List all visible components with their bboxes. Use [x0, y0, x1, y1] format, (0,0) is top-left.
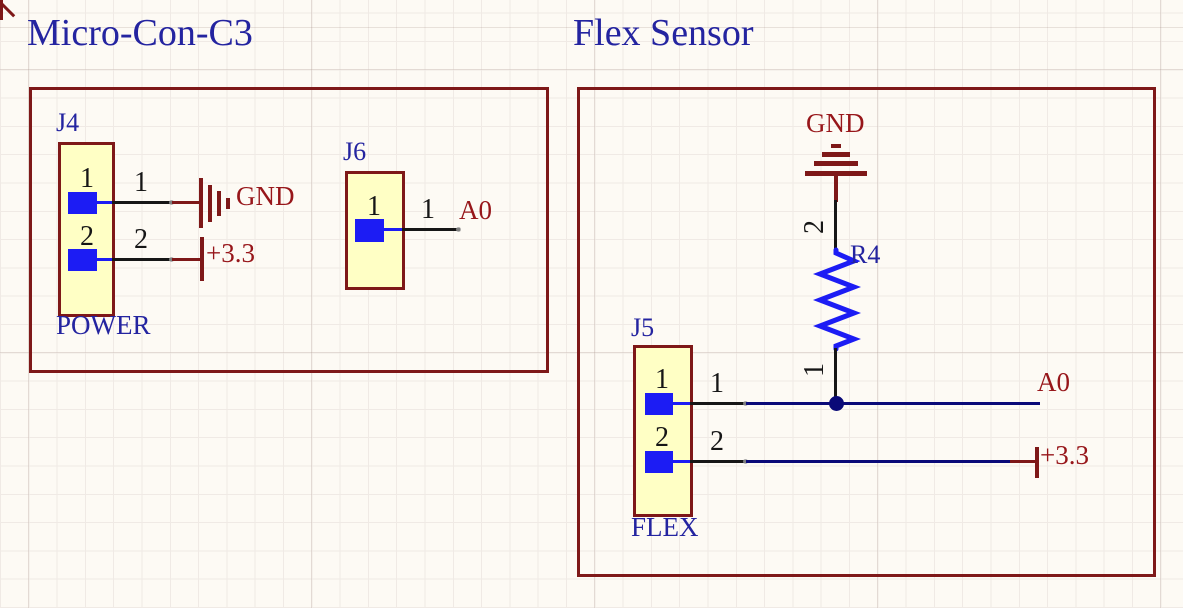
gnd-net-label[interactable]: GND — [236, 181, 295, 211]
j5-pin2-stub — [671, 460, 691, 463]
gnd-symbol-bar2[interactable] — [208, 185, 212, 222]
micro-con-block-outline[interactable] — [29, 87, 549, 373]
j6-pin1-end-dot — [456, 227, 461, 232]
j4-part-name[interactable]: POWER — [56, 310, 151, 340]
r4-pin1-wire[interactable] — [834, 348, 837, 405]
power-33-net-label[interactable]: +3.3 — [206, 238, 255, 268]
j4-pin2-end-dot — [169, 257, 174, 262]
j4-pin2-pad[interactable] — [68, 249, 97, 271]
j5-connector-body[interactable] — [633, 345, 693, 517]
j5-pin2-pad[interactable] — [645, 451, 673, 473]
power-33-lead[interactable] — [172, 258, 202, 261]
j6-pin1-pad[interactable] — [355, 219, 384, 242]
j6-pin1-number: 1 — [367, 191, 381, 222]
flex-gnd-bar4[interactable] — [831, 144, 841, 148]
r4-pin2-wire[interactable] — [834, 200, 837, 253]
gnd-symbol-bar3[interactable] — [217, 191, 221, 216]
j6-designator[interactable]: J6 — [343, 137, 367, 166]
j5-pin2-wire[interactable] — [690, 460, 748, 463]
j4-pin1-stub — [95, 201, 113, 204]
a0-net-wire[interactable] — [746, 402, 1040, 405]
j4-designator[interactable]: J4 — [56, 108, 80, 137]
j4-pin1-end-dot — [169, 200, 174, 205]
flex-power-33-lead[interactable] — [1010, 460, 1037, 463]
j6-pin1-wire[interactable] — [402, 228, 460, 231]
flex-33-net-label[interactable]: +3.3 — [1040, 440, 1089, 470]
j5-part-name[interactable]: FLEX — [631, 512, 699, 542]
j5-pin2-end-dot — [743, 459, 748, 464]
j5-pin1-stub — [671, 402, 691, 405]
flex-gnd-bar2[interactable] — [814, 161, 858, 166]
j4-connector-body[interactable] — [58, 142, 115, 317]
j5-pin1-wire[interactable] — [690, 402, 748, 405]
power-33-bar[interactable] — [200, 237, 204, 281]
section-title-micro-con-c3[interactable]: Micro-Con-C3 — [27, 12, 253, 54]
j6-pin1-stub — [382, 228, 403, 231]
j5-pin1-end-dot — [743, 401, 748, 406]
j5-pin1-number: 1 — [655, 364, 669, 395]
section-title-flex-sensor[interactable]: Flex Sensor — [573, 12, 754, 54]
j4-pin1-wire[interactable] — [112, 201, 173, 204]
flex-33-net-wire[interactable] — [746, 460, 1012, 463]
r4-designator[interactable]: R4 — [850, 240, 881, 269]
j5-pin2-wire-label: 2 — [710, 426, 724, 457]
flex-sensor-block-outline[interactable] — [577, 87, 1156, 577]
j4-pin2-stub — [95, 258, 113, 261]
j5-designator[interactable]: J5 — [631, 313, 655, 342]
j5-pin2-number: 2 — [655, 422, 669, 453]
flex-gnd-bar1[interactable] — [805, 171, 867, 176]
j5-pin1-wire-label: 1 — [710, 368, 724, 399]
gnd-symbol-bar1[interactable] — [199, 178, 203, 228]
j5-pin1-pad[interactable] — [645, 393, 673, 415]
r4-pin2-label: 2 — [799, 220, 830, 234]
j4-pin1-pad[interactable] — [68, 192, 97, 214]
flex-power-33-bar[interactable] — [1035, 447, 1039, 478]
wire-junction-dot[interactable] — [829, 396, 844, 411]
flex-gnd-bar3[interactable] — [822, 152, 850, 157]
gnd-symbol-lead[interactable] — [172, 201, 201, 204]
j6-pin1-wire-label: 1 — [421, 194, 435, 225]
gnd-symbol-bar4[interactable] — [226, 198, 230, 209]
a0-net-label-micro[interactable]: A0 — [459, 195, 492, 225]
j4-pin1-number: 1 — [80, 163, 94, 194]
j4-pin1-wire-label: 1 — [134, 167, 148, 198]
j4-pin2-number: 2 — [80, 221, 94, 252]
j4-pin2-wire[interactable] — [112, 258, 173, 261]
r4-pin1-label: 1 — [799, 363, 830, 377]
sheet-border-corner — [0, 0, 3, 20]
flex-gnd-net-label[interactable]: GND — [806, 108, 865, 138]
flex-gnd-stem[interactable] — [834, 176, 838, 202]
a0-net-label-flex[interactable]: A0 — [1037, 367, 1070, 397]
j4-pin2-wire-label: 2 — [134, 224, 148, 255]
r4-resistor-symbol[interactable] — [810, 245, 870, 355]
